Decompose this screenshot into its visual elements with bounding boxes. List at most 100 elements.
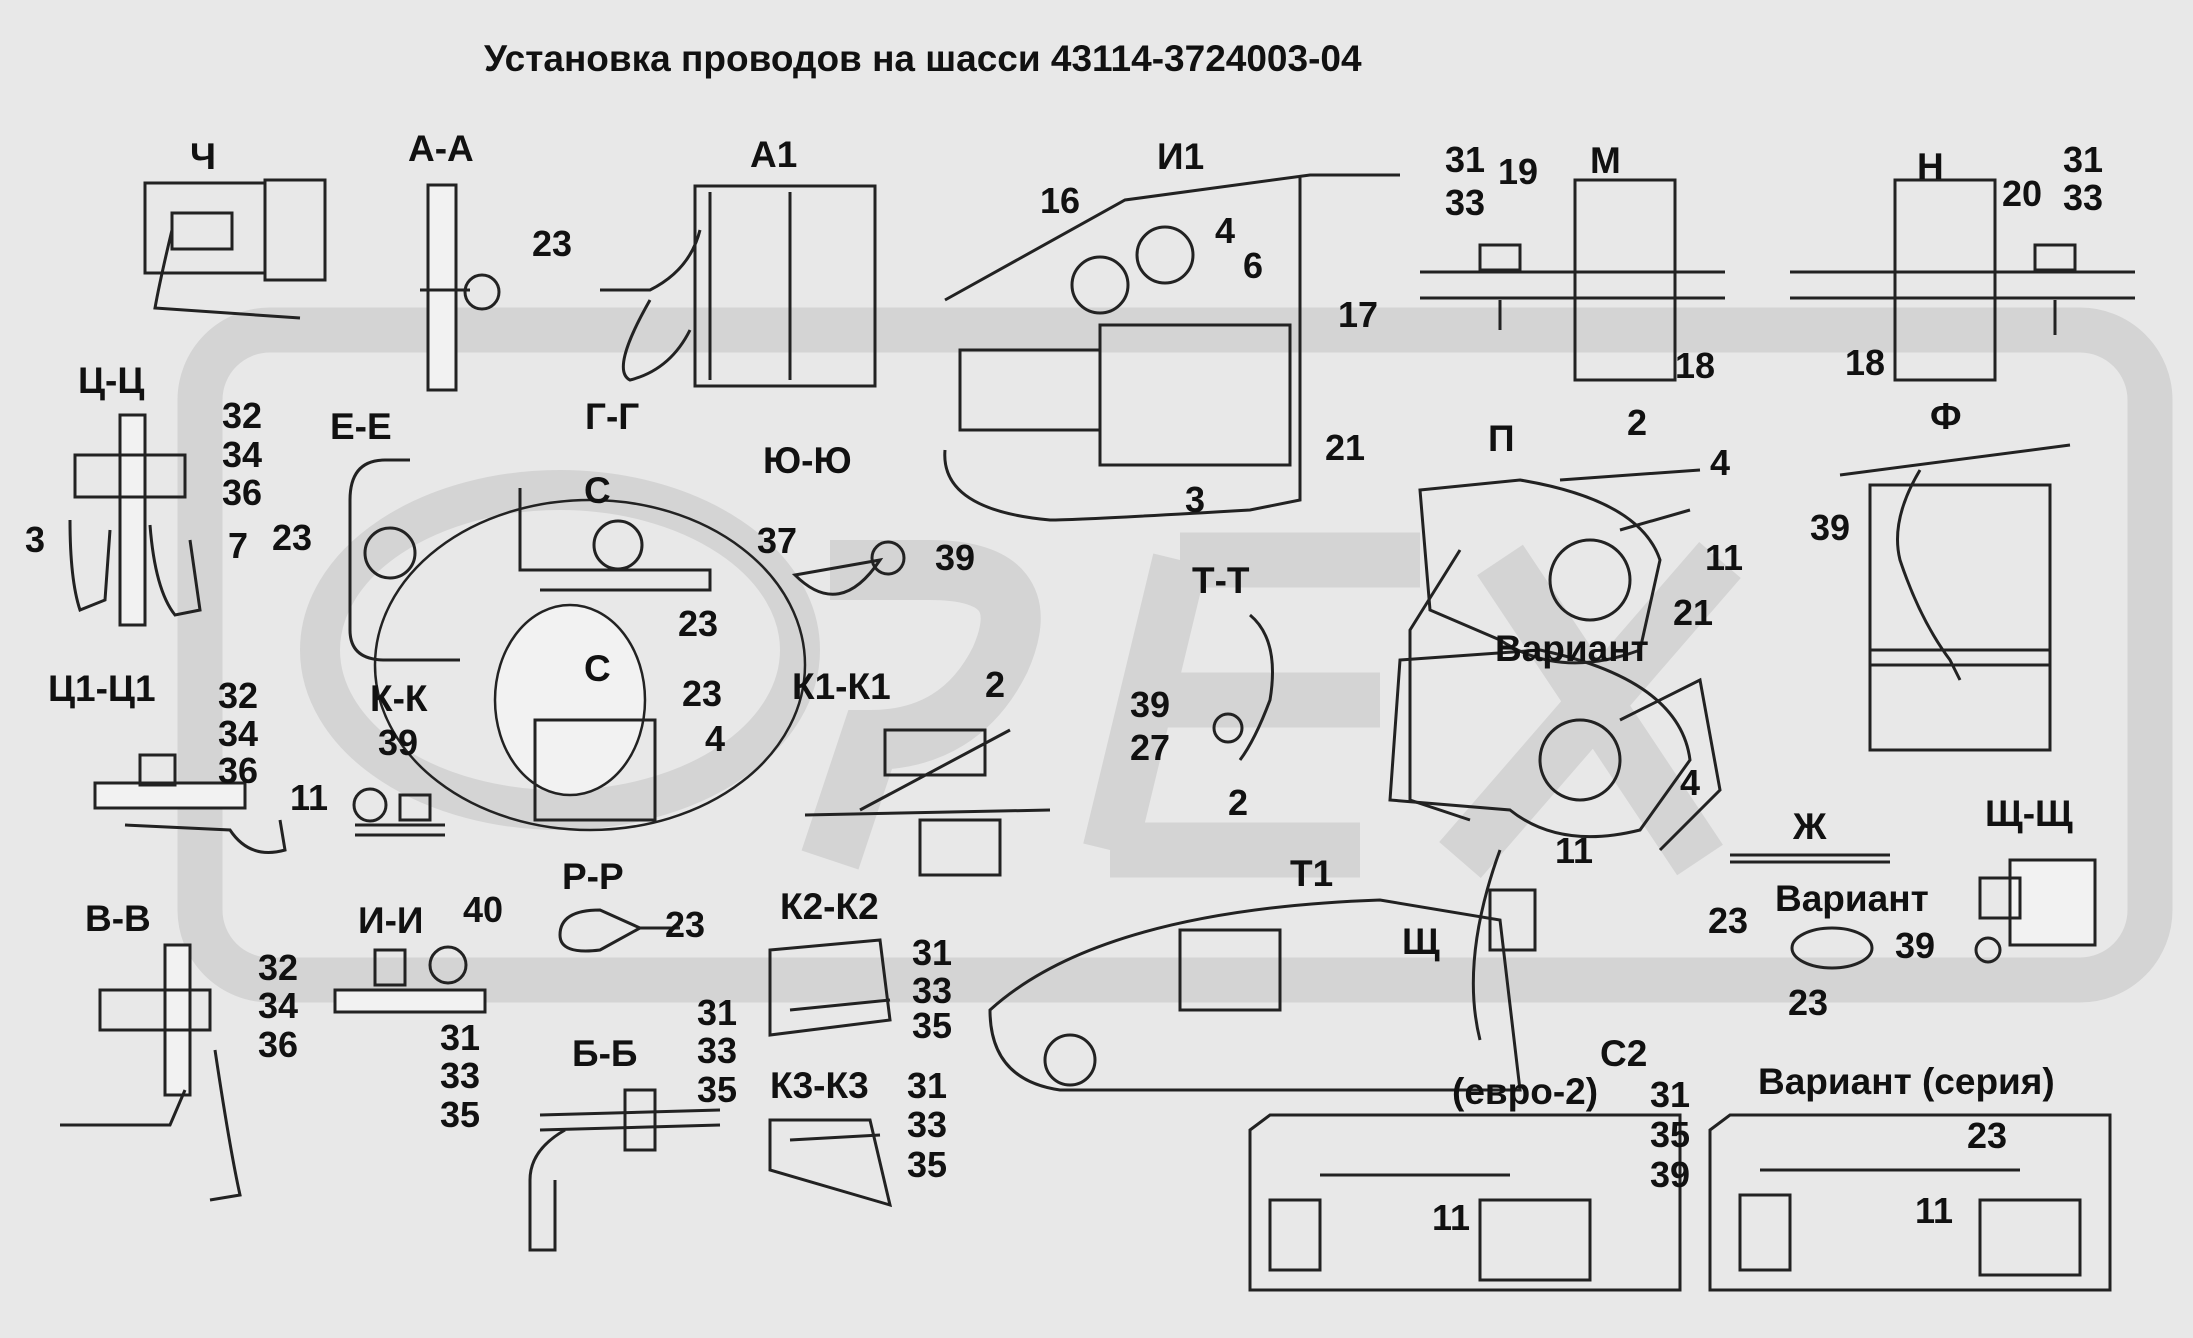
callout-number: 33 [1445, 182, 1486, 223]
callout-number: 36 [258, 1024, 299, 1065]
view-ee [348, 458, 460, 662]
watermark-logo [177, 307, 2173, 1003]
section-label: А-А [408, 128, 474, 169]
callout-number: 4 [705, 718, 726, 759]
callout-number: 23 [1788, 982, 1829, 1023]
callout-number: 17 [1338, 294, 1379, 335]
callout-number: 23 [1708, 900, 1749, 941]
view-tt [1212, 613, 1274, 761]
callout-number: 21 [1325, 427, 1366, 468]
callout-number: 39 [1895, 925, 1936, 966]
section-label: Ф [1930, 396, 1962, 437]
callout-number: 31 [907, 1065, 948, 1106]
section-label: А1 [750, 134, 798, 175]
callout-number: 40 [463, 889, 504, 930]
callout-number: 23 [678, 603, 719, 644]
callout-number: 37 [757, 520, 798, 561]
callout-number: 2 [1627, 402, 1648, 443]
section-label: Щ [1402, 921, 1440, 962]
section-label: П [1488, 418, 1515, 459]
callout-number: 39 [1650, 1154, 1691, 1195]
callout-number: 39 [1130, 684, 1171, 725]
section-label: М [1590, 140, 1621, 181]
callout-number: 31 [1650, 1074, 1691, 1115]
view-tsts [68, 413, 202, 627]
callout-number: 39 [1810, 507, 1851, 548]
section-label: Р-Р [562, 856, 624, 897]
callout-number: 36 [222, 472, 263, 513]
callout-number: 6 [1243, 245, 1264, 286]
callout-number: 20 [2002, 173, 2043, 214]
callout-number: 23 [272, 517, 313, 558]
view-a1 [600, 184, 877, 388]
callout-number: 3 [1185, 479, 1206, 520]
callout-number: 34 [218, 713, 259, 754]
view-ch-motor [143, 178, 327, 320]
diagram-title: Установка проводов на шасси 43114-372400… [484, 38, 1362, 79]
view-k2k2 [768, 938, 892, 1037]
callout-number: 31 [1445, 139, 1486, 180]
section-label: Ж [1793, 806, 1827, 847]
view-n [1790, 178, 2135, 382]
section-label: (евро-2) [1452, 1071, 1599, 1112]
callout-number: 33 [912, 970, 953, 1011]
callout-number: 23 [665, 904, 706, 945]
section-label: Вариант (серия) [1758, 1061, 2055, 1102]
view-k3k3 [768, 1118, 893, 1208]
callout-number: 33 [2063, 177, 2104, 218]
callout-number: 32 [258, 947, 299, 988]
view-gg [373, 488, 807, 832]
callout-number: 2 [1228, 782, 1249, 823]
callout-number: 3 [25, 519, 46, 560]
section-label: И1 [1157, 136, 1205, 177]
callout-number: 11 [290, 777, 329, 818]
section-label: С2 [1600, 1033, 1648, 1074]
callout-number: 11 [1705, 537, 1744, 578]
section-label: Вариант [1775, 878, 1929, 919]
view-yuyu [791, 540, 906, 596]
callout-number: 34 [258, 985, 299, 1026]
view-bb [528, 1088, 721, 1252]
section-label: Н [1917, 146, 1944, 187]
section-label: Ц-Ц [78, 360, 145, 401]
callout-number: 4 [1680, 762, 1701, 803]
callout-number: 32 [222, 395, 263, 436]
view-variant-series [1708, 1113, 2112, 1292]
section-label: Е-Е [330, 406, 392, 447]
view-zh [1730, 853, 1890, 970]
view-k1k1 [804, 728, 1051, 877]
callout-number: 35 [697, 1069, 738, 1110]
section-label: Т1 [1290, 853, 1334, 894]
callout-number: 4 [1215, 210, 1236, 251]
view-c2 [1248, 1113, 1682, 1292]
section-label: С [584, 648, 611, 689]
callout-number: 11 [1432, 1197, 1471, 1238]
view-ts1ts1 [93, 753, 287, 854]
callout-number: 18 [1845, 342, 1886, 383]
section-label: В-В [85, 898, 151, 939]
callout-number: 39 [378, 722, 419, 763]
callout-number: 19 [1498, 151, 1539, 192]
callout-number: 35 [1650, 1114, 1691, 1155]
view-i1-starter [943, 173, 1400, 522]
callout-number: 7 [228, 525, 249, 566]
callout-number: 31 [440, 1017, 481, 1058]
callout-number: 33 [697, 1030, 738, 1071]
section-label: Г-Г [585, 396, 640, 437]
callout-number: 39 [935, 537, 976, 578]
view-f [1839, 443, 2071, 752]
section-label: К1-К1 [792, 666, 891, 707]
callout-number: 35 [440, 1094, 481, 1135]
callout-number: 35 [907, 1144, 948, 1185]
section-label: К-К [370, 678, 428, 719]
callout-number: 33 [440, 1055, 481, 1096]
callout-number: 32 [218, 675, 259, 716]
callout-number: 21 [1673, 592, 1714, 633]
callout-number: 31 [912, 932, 953, 973]
view-m [1420, 178, 1725, 382]
section-label: К2-К2 [780, 886, 879, 927]
callout-number: 2 [985, 664, 1006, 705]
view-p [1408, 468, 1701, 822]
callout-number: 31 [2063, 139, 2104, 180]
